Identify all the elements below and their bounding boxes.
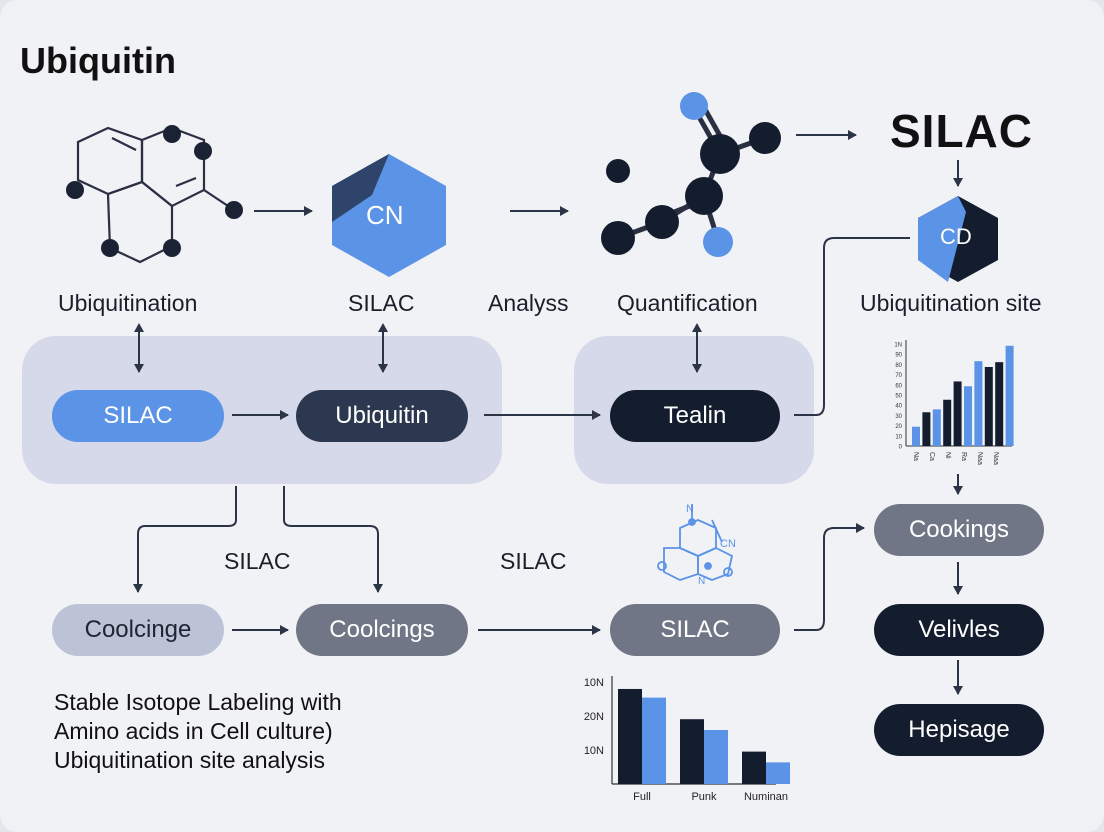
chart2-y-tick: 10N (584, 745, 604, 757)
node-ubiquitin[interactable]: Ubiquitin (296, 390, 468, 442)
chart1-x-label: Ni (944, 452, 951, 459)
silac-heading: SILAC (890, 105, 1033, 157)
chart1-y-tick: 10 (895, 434, 902, 440)
description-line-2: Amino acids in Cell culture) (54, 718, 333, 744)
label-ubiquitination-site: Ubiquitination site (860, 290, 1042, 316)
chart1-y-tick: 1N (894, 343, 902, 349)
chart2-x-label: Numinan (744, 791, 788, 803)
molecule-label-n1: N (686, 503, 694, 515)
node-tealin[interactable]: Tealin (610, 390, 780, 442)
cd-hexagon-label: CD (940, 224, 972, 249)
chart1-bar (984, 366, 993, 446)
node-cookings[interactable]: Cookings (874, 504, 1044, 556)
chart1-x-label: Naa (992, 452, 999, 465)
chart2-x-label: Full (633, 791, 651, 803)
chart1-y-tick: 70 (895, 373, 902, 379)
chart1-x-label: Naa (976, 452, 983, 465)
cn-hexagon-icon (332, 154, 446, 277)
description-line-1: Stable Isotope Labeling with (54, 689, 342, 715)
chart1-x-label: Na (912, 452, 919, 461)
bar-chart-right: 1N 90 80 70 60 50 40 30 20 10 0Na Ca Ni Ra Naa Naa (894, 340, 1014, 465)
cd-hexagon-icon (918, 196, 998, 282)
chart2-x-label: Punk (691, 791, 717, 803)
bar-chart-bottom: 10N 20N 10N Full Punk Numinan (584, 676, 790, 803)
ring-molecule-atoms (66, 125, 243, 257)
chart1-x-label: Ca (928, 452, 935, 461)
chart1-y-tick: 40 (895, 404, 902, 410)
node-hepisage[interactable]: Hepisage (874, 704, 1044, 756)
node-coolcinge[interactable]: Coolcinge (52, 604, 224, 656)
chart2-y-tick: 20N (584, 711, 604, 723)
label-ubiquitination: Ubiquitination (58, 290, 198, 316)
chart1-y-tick: 0 (899, 445, 903, 451)
node-coolcings[interactable]: Coolcings (296, 604, 468, 656)
chart1-bar (1005, 345, 1014, 446)
chart1-bar (995, 362, 1004, 446)
node-silac-bottom[interactable]: SILAC (610, 604, 780, 656)
molecule-label-cn: CN (720, 538, 736, 550)
chart2-bar-dark (680, 719, 704, 784)
label-quantification: Quantification (617, 290, 758, 316)
description-line-3: Ubiquitination site analysis (54, 747, 326, 773)
label-analysis: Analyss (488, 290, 569, 316)
chart2-bar-blue (642, 697, 666, 784)
chart1-y-tick: 30 (895, 414, 902, 420)
chart1-y-tick: 20 (895, 424, 902, 430)
chart1-bar (912, 426, 920, 446)
chart2-bar-blue (704, 730, 728, 784)
chart2-bar-blue (766, 762, 790, 784)
description: Stable Isotope Labeling with Amino acids… (54, 688, 434, 775)
molecule-label-n2: N (698, 576, 705, 587)
chart1-y-tick: 50 (895, 394, 902, 400)
label-silac-mid: SILAC (500, 548, 567, 574)
chart1-y-tick: 90 (895, 353, 902, 359)
chart1-bar (943, 399, 952, 446)
cn-hexagon-label: CN (366, 200, 404, 230)
chart2-bar-dark (618, 688, 642, 784)
chart1-x-label: Ra (960, 452, 967, 461)
chart1-bar (932, 409, 941, 446)
node-silac[interactable]: SILAC (52, 390, 224, 442)
chart1-bar (964, 386, 972, 446)
label-silac: SILAC (348, 290, 415, 316)
chart2-bar-dark (742, 751, 766, 784)
node-velivles[interactable]: Velivles (874, 604, 1044, 656)
chart1-bar (922, 412, 931, 446)
small-molecule-icon (657, 504, 734, 581)
label-silac-left: SILAC (224, 548, 291, 574)
page-title: Ubiquitin (20, 40, 176, 81)
chart1-bar (974, 361, 983, 446)
chart1-y-tick: 60 (895, 383, 902, 389)
chart1-y-tick: 80 (895, 363, 902, 369)
3d-molecule-icon (601, 92, 781, 257)
chart2-y-tick: 10N (584, 677, 604, 689)
chart1-bar (953, 381, 962, 446)
